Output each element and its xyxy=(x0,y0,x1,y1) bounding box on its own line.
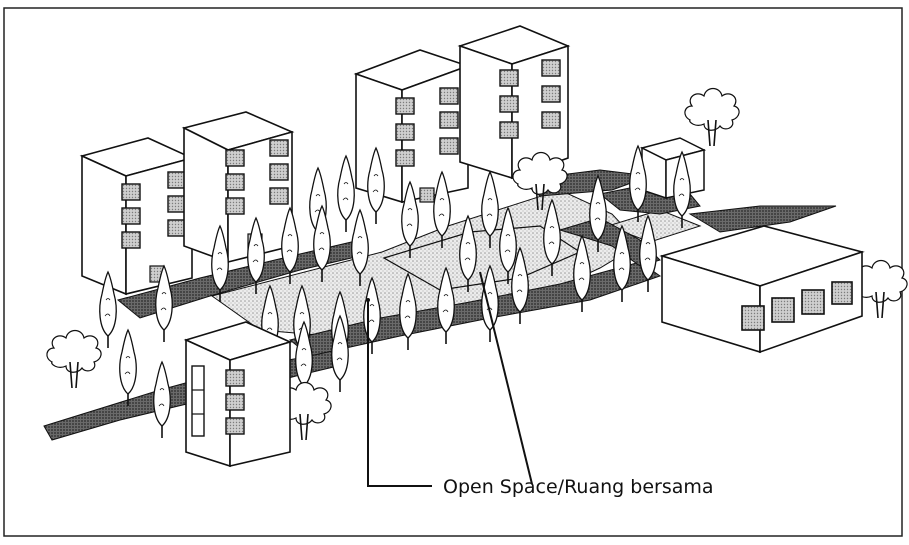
building-back-left xyxy=(82,138,192,294)
building-back-right xyxy=(460,26,568,178)
open-space-label: Open Space/Ruang bersama xyxy=(443,476,714,498)
building-small-back-right xyxy=(642,138,704,198)
building-back-second xyxy=(184,112,292,262)
building-front-right xyxy=(662,226,862,352)
building-front-left xyxy=(186,322,290,466)
